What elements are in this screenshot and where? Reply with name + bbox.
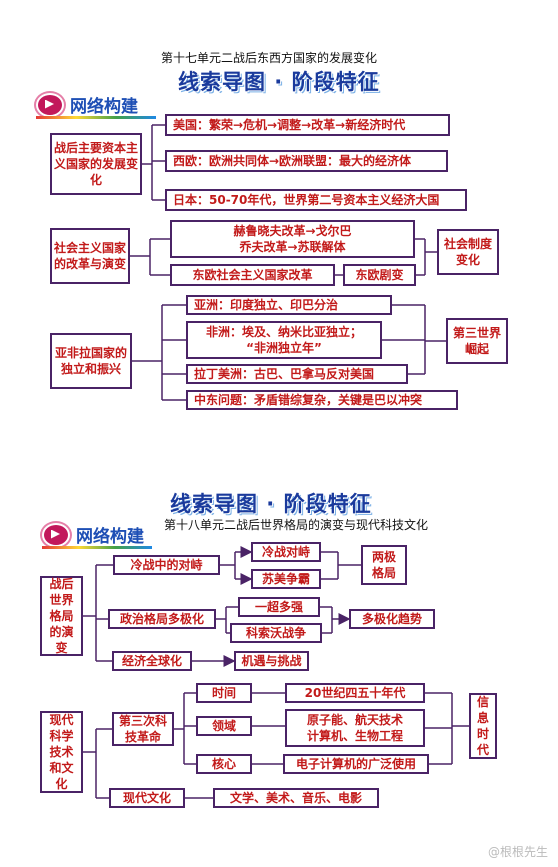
network-label: 网络构建 [76,527,144,547]
u18-bipolar: 两极格局 [361,545,407,585]
u18-core: 核心 [196,754,252,774]
play-icon [36,92,64,117]
u17-usa: 美国：繁荣→危机→调整→改革→新经济时代 [165,114,450,136]
u17-root-third-world: 亚非拉国家的独立和振兴 [50,333,132,389]
unit18-banner: 线索导图 · 阶段特征 [170,492,372,516]
field-line-2: 计算机、生物工程 [306,729,403,743]
u18-kosovo-war: 科索沃战争 [230,623,322,643]
u17-west-europe: 西欧：欧洲共同体→欧洲联盟：最大的经济体 [165,150,448,172]
play-icon [42,522,70,547]
u18-field: 领域 [196,716,252,736]
rainbow-underline [42,546,152,549]
u17-africa: 非洲：埃及、纳米比亚独立； “非洲独立年” [186,321,382,359]
u17-east-europe-reform: 东欧社会主义国家改革 [170,264,335,286]
u17-middle-east: 中东问题：矛盾错综复杂，关键是巴以冲突 [186,390,458,410]
u18-one-superpower: 一超多强 [238,597,320,617]
soviet-line-1: 赫鲁晓夫改革→戈尔巴 [233,223,352,238]
u18-core-value: 电子计算机的广泛使用 [283,754,429,774]
u18-globalization: 经济全球化 [112,651,192,671]
u17-east-europe-drastic: 东欧剧变 [343,264,416,286]
u17-system-change: 社会制度变化 [437,229,499,275]
u18-confrontation: 冷战对峙 [251,542,321,562]
u18-root-science-culture: 现代科学技术和文化 [40,711,83,793]
u18-time: 时间 [196,683,252,703]
u18-root-world-order: 战后世界格局的演变 [40,576,83,656]
soviet-line-2: 乔夫改革→苏联解体 [239,240,346,254]
u18-cold-war: 冷战中的对峙 [113,555,220,575]
watermark: @根根先生 [488,845,549,859]
u18-field-value: 原子能、航天技术 计算机、生物工程 [285,709,425,747]
unit17-banner: 线索导图 · 阶段特征 [178,70,380,94]
rainbow-underline [36,116,156,119]
u18-opportunity-challenge: 机遇与挑战 [234,651,309,671]
u17-japan: 日本：50-70年代，世界第二号资本主义经济大国 [165,189,467,211]
unit18-title: 第十八单元二战后世界格局的演变与现代科技文化 [164,518,429,532]
u17-root-capitalist: 战后主要资本主义国家的发展变化 [50,133,142,195]
unit18-network-header: 网络构建 [42,522,152,549]
u18-culture-value: 文学、美术、音乐、电影 [213,788,379,808]
u18-info-age: 信息时代 [469,693,497,759]
field-line-1: 原子能、航天技术 [306,712,403,727]
u18-time-value: 20世纪四五十年代 [285,683,425,703]
africa-line-1: 非洲：埃及、纳米比亚独立； [205,324,362,339]
u17-root-socialist: 社会主义国家的改革与演变 [50,228,130,284]
u18-third-tech-revolution: 第三次科技革命 [112,712,174,746]
u18-modern-culture: 现代文化 [109,788,185,808]
network-label: 网络构建 [70,97,138,117]
u17-soviet-reform: 赫鲁晓夫改革→戈尔巴 乔夫改革→苏联解体 [170,220,415,258]
u17-asia: 亚洲：印度独立、印巴分治 [186,295,392,315]
unit17-network-header: 网络构建 [36,92,156,119]
u17-third-world-rise: 第三世界崛起 [446,318,508,364]
u18-us-soviet-rivalry: 苏美争霸 [251,569,321,589]
u18-multipolar-trend: 多极化趋势 [349,609,435,629]
u17-latin-america: 拉丁美洲：古巴、巴拿马反对美国 [186,364,408,384]
unit17-title: 第十七单元二战后东西方国家的发展变化 [161,51,378,65]
africa-line-2: “非洲独立年” [246,341,322,355]
u18-political-multipolar: 政治格局多极化 [108,609,216,629]
